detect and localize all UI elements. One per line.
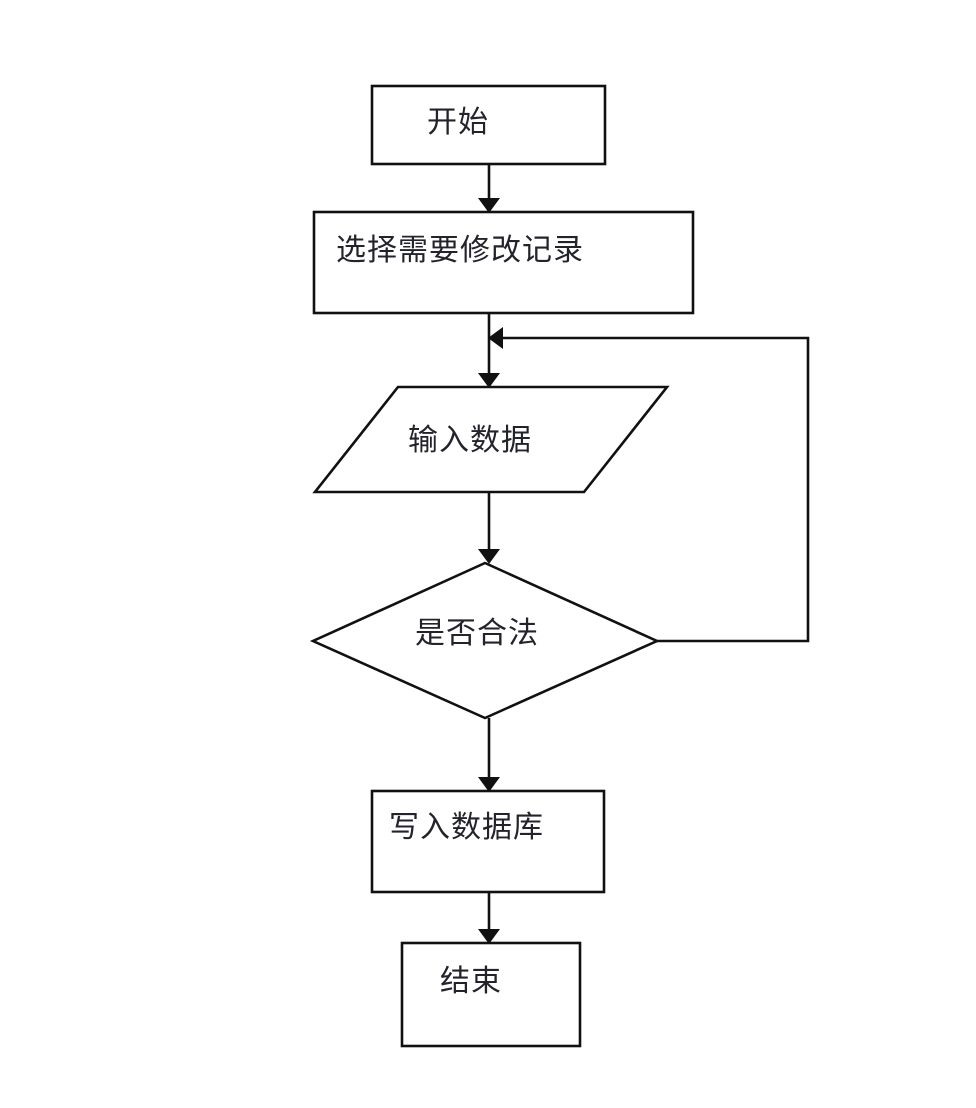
edge-decision-loop-back (500, 336, 810, 643)
node-start-shape[interactable] (370, 84, 607, 166)
edge-start-to-select-arrowhead (478, 198, 500, 213)
edge-select-to-input-arrowhead (478, 373, 500, 388)
node-write-label: 写入数据库 (389, 811, 544, 844)
node-input-label: 输入数据 (408, 424, 532, 457)
node-start-label: 开始 (427, 106, 489, 139)
node-select-shape[interactable] (312, 210, 695, 315)
node-decision-shape[interactable] (309, 561, 661, 720)
node-end-label: 结束 (440, 965, 502, 998)
node-input-shape[interactable] (312, 385, 670, 494)
edge-write-to-end-arrowhead (478, 929, 500, 944)
node-end-shape[interactable] (400, 941, 582, 1048)
edge-input-to-decision-arrowhead (478, 549, 500, 564)
edge-decision-loop-back-arrowhead (488, 327, 503, 349)
node-decision-label: 是否合法 (415, 617, 539, 650)
node-select-label: 选择需要修改记录 (336, 234, 584, 267)
edge-decision-to-write-arrowhead (478, 777, 500, 792)
